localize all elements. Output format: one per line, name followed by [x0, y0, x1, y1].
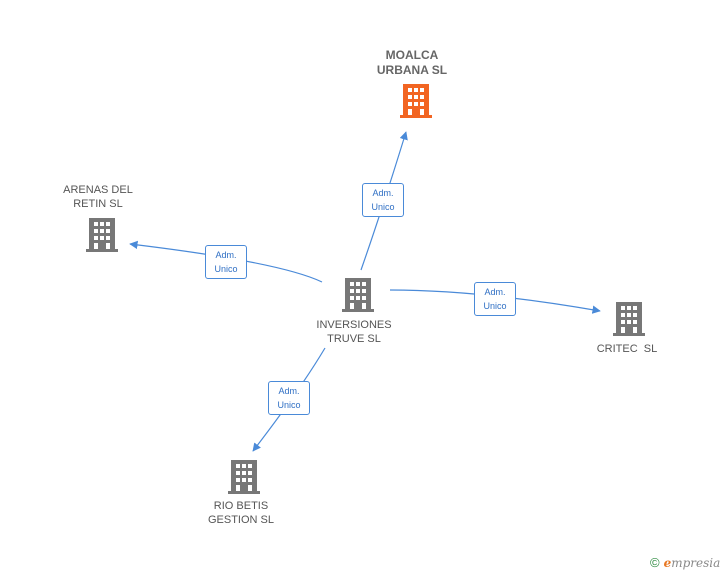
node-label-inversiones[interactable]: INVERSIONES TRUVE SL	[316, 319, 392, 345]
edge-label-line1: Adm.	[215, 250, 237, 260]
building-icon-highlight[interactable]	[400, 84, 432, 118]
building-icon[interactable]	[228, 460, 260, 494]
edge-label-line1: Adm.	[372, 188, 394, 198]
building-icon[interactable]	[86, 218, 118, 252]
node-label-critec[interactable]: CRITEC SL	[596, 343, 658, 355]
edge-label-riobetis: Adm. Unico	[268, 381, 310, 415]
brand-initial: e	[663, 556, 672, 570]
edge-label-line2: Unico	[277, 400, 301, 410]
edge-label-moalca: Adm. Unico	[362, 183, 404, 217]
edge-label-line1: Adm.	[278, 386, 300, 396]
building-icon[interactable]	[613, 302, 645, 336]
edge-label-line2: Unico	[214, 264, 238, 274]
edge-label-critec: Adm. Unico	[474, 282, 516, 316]
footer-brand: ©empresia	[650, 555, 720, 570]
building-icon[interactable]	[342, 278, 374, 312]
edge-label-line2: Unico	[483, 301, 507, 311]
edge-label-line1: Adm.	[484, 287, 506, 297]
node-label-arenas[interactable]: ARENAS DEL RETIN SL	[63, 184, 133, 210]
node-label-moalca[interactable]: MOALCA URBANA SL	[376, 48, 448, 77]
brand-name: mpresia	[671, 556, 721, 570]
edge-line-arenas	[129, 240, 323, 283]
edge-label-line2: Unico	[371, 202, 395, 212]
copyright-icon: ©	[650, 555, 660, 570]
brand-logo[interactable]: empresia	[664, 556, 721, 570]
edge-label-arenas: Adm. Unico	[205, 245, 247, 279]
node-label-riobetis[interactable]: RIO BETIS GESTION SL	[207, 500, 275, 526]
